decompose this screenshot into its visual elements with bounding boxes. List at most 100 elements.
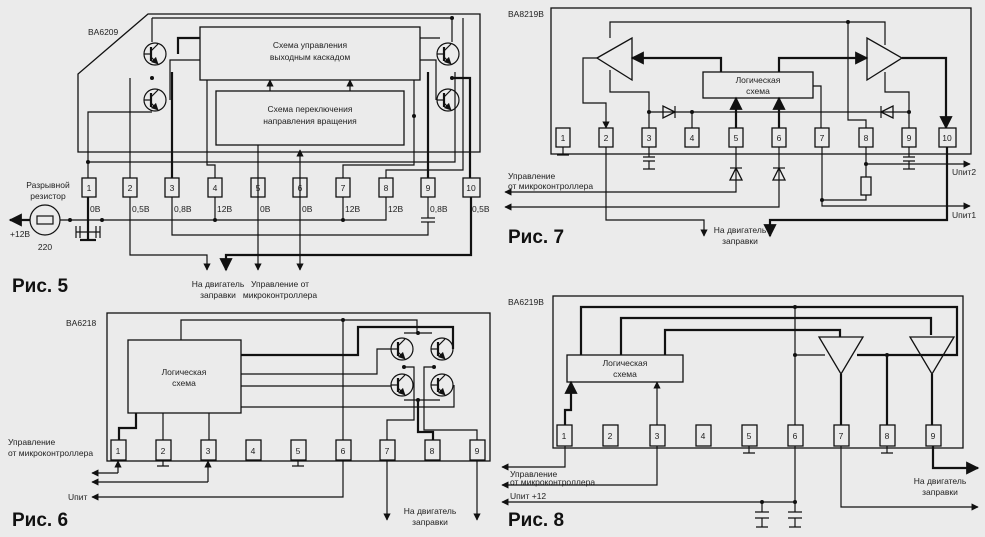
svg-text:2: 2 <box>608 431 613 441</box>
svg-text:1: 1 <box>87 183 92 193</box>
pin-10: 10 <box>462 177 481 198</box>
switch-block-label-1: Схема переключения <box>268 104 353 114</box>
pin-9: 9 <box>420 177 436 198</box>
svg-text:0В: 0В <box>260 204 271 214</box>
capacitor-icon <box>755 502 769 528</box>
pin-5: 5 <box>741 424 758 447</box>
capacitor-icon <box>75 226 101 242</box>
svg-text:7: 7 <box>385 446 390 456</box>
pin-1: 1 <box>81 177 97 198</box>
transistor-icon <box>144 89 166 111</box>
mcu-label-1: Управление <box>510 469 558 479</box>
mcu-label-1: Управление от <box>251 279 309 289</box>
chip-outline <box>552 295 964 449</box>
diode-icon <box>662 104 677 120</box>
pin-9: 9 <box>469 439 486 461</box>
pin-3: 3 <box>200 439 217 461</box>
figure-caption: Рис. 8 <box>508 510 564 531</box>
svg-text:4: 4 <box>251 446 256 456</box>
pin-row: 1 2 3 4 5 6 7 8 9 10 <box>81 177 481 198</box>
fuse-label-1: Разрывной <box>26 180 70 190</box>
diode-icon <box>728 166 744 181</box>
pin-1: 1 <box>555 127 571 148</box>
pin-3: 3 <box>641 127 657 148</box>
chip-name: BA6219B <box>508 297 544 307</box>
svg-text:0,8В: 0,8В <box>174 204 192 214</box>
logic-block <box>127 339 242 414</box>
fuse-value: 220 <box>38 242 52 252</box>
output-block-label-2: выходным каскадом <box>270 52 350 62</box>
svg-text:8: 8 <box>885 431 890 441</box>
transistor-icon <box>431 338 453 360</box>
svg-text:7: 7 <box>839 431 844 441</box>
svg-text:0,5В: 0,5В <box>472 204 490 214</box>
svg-text:Логическая: Логическая <box>162 367 207 377</box>
figure-caption: Рис. 6 <box>12 510 68 531</box>
pin-6: 6 <box>335 439 352 461</box>
supply2-label: Uпит2 <box>952 167 976 177</box>
svg-text:4: 4 <box>690 133 695 143</box>
pin-row: 1 2 3 4 5 6 7 8 9 <box>110 439 486 461</box>
fuse-label-2: резистор <box>30 191 66 201</box>
svg-text:2: 2 <box>128 183 133 193</box>
svg-text:10: 10 <box>942 133 952 143</box>
motor-label-1: На двигатель <box>714 225 767 235</box>
pin-5: 5 <box>290 439 307 461</box>
pin-2: 2 <box>602 424 619 447</box>
diode-icon <box>879 104 894 120</box>
svg-text:12В: 12В <box>217 204 232 214</box>
capacitor-icon <box>903 147 915 170</box>
svg-text:0,5В: 0,5В <box>132 204 150 214</box>
figure-caption: Рис. 7 <box>508 227 564 248</box>
svg-text:3: 3 <box>170 183 175 193</box>
svg-text:9: 9 <box>426 183 431 193</box>
pin-6: 6 <box>771 127 787 148</box>
svg-text:8: 8 <box>430 446 435 456</box>
svg-text:7: 7 <box>341 183 346 193</box>
pin-7: 7 <box>335 177 351 198</box>
motor-label-1: На двигатель <box>404 506 457 516</box>
svg-text:5: 5 <box>296 446 301 456</box>
figure-7: BA8219B Логическая схема 1 2 3 4 5 6 7 <box>504 7 976 248</box>
pin-7: 7 <box>814 127 830 148</box>
motor-label-2: заправки <box>722 236 758 246</box>
pin-3: 3 <box>164 177 180 198</box>
motor-label-1: На двигатель <box>914 476 967 486</box>
mcu-label-1: Управление <box>8 437 56 447</box>
svg-text:0В: 0В <box>90 204 101 214</box>
svg-text:3: 3 <box>655 431 660 441</box>
figure-caption: Рис. 5 <box>12 276 68 297</box>
svg-text:схема: схема <box>172 378 196 388</box>
figure-5: BA6209 Схема управления выходным каскадо… <box>8 13 490 300</box>
capacitor-icon <box>788 502 802 528</box>
svg-text:12В: 12В <box>388 204 403 214</box>
pin-voltages: 0В 0,5В 0,8В 12В 0В 0В 12В 12В 0,8В 0,5В <box>90 204 490 214</box>
svg-text:10: 10 <box>466 183 476 193</box>
fuse-resistor-icon <box>29 204 61 236</box>
pin-9: 9 <box>901 127 917 148</box>
output-block-label-1: Схема управления <box>273 40 348 50</box>
chip-name: BA6218 <box>66 318 97 328</box>
chip-outline <box>77 13 481 153</box>
svg-text:0В: 0В <box>302 204 313 214</box>
amplifier-icon <box>595 36 633 82</box>
svg-text:1: 1 <box>561 133 566 143</box>
pin-8: 8 <box>858 127 874 148</box>
svg-text:9: 9 <box>475 446 480 456</box>
svg-text:12В: 12В <box>345 204 360 214</box>
mcu-label-1: Управление <box>508 171 556 181</box>
svg-text:5: 5 <box>734 133 739 143</box>
transistor-icon <box>391 374 413 396</box>
pin-5: 5 <box>728 127 744 148</box>
svg-text:Логическая: Логическая <box>736 75 781 85</box>
motor-label-2: заправки <box>922 487 958 497</box>
svg-text:схема: схема <box>746 86 770 96</box>
svg-text:9: 9 <box>907 133 912 143</box>
resistor-icon <box>860 176 872 196</box>
logic-block <box>566 354 684 383</box>
supply-label: Uпит <box>68 492 87 502</box>
pin-7: 7 <box>833 424 850 447</box>
pin-8: 8 <box>378 177 394 198</box>
transistor-icon <box>391 338 413 360</box>
